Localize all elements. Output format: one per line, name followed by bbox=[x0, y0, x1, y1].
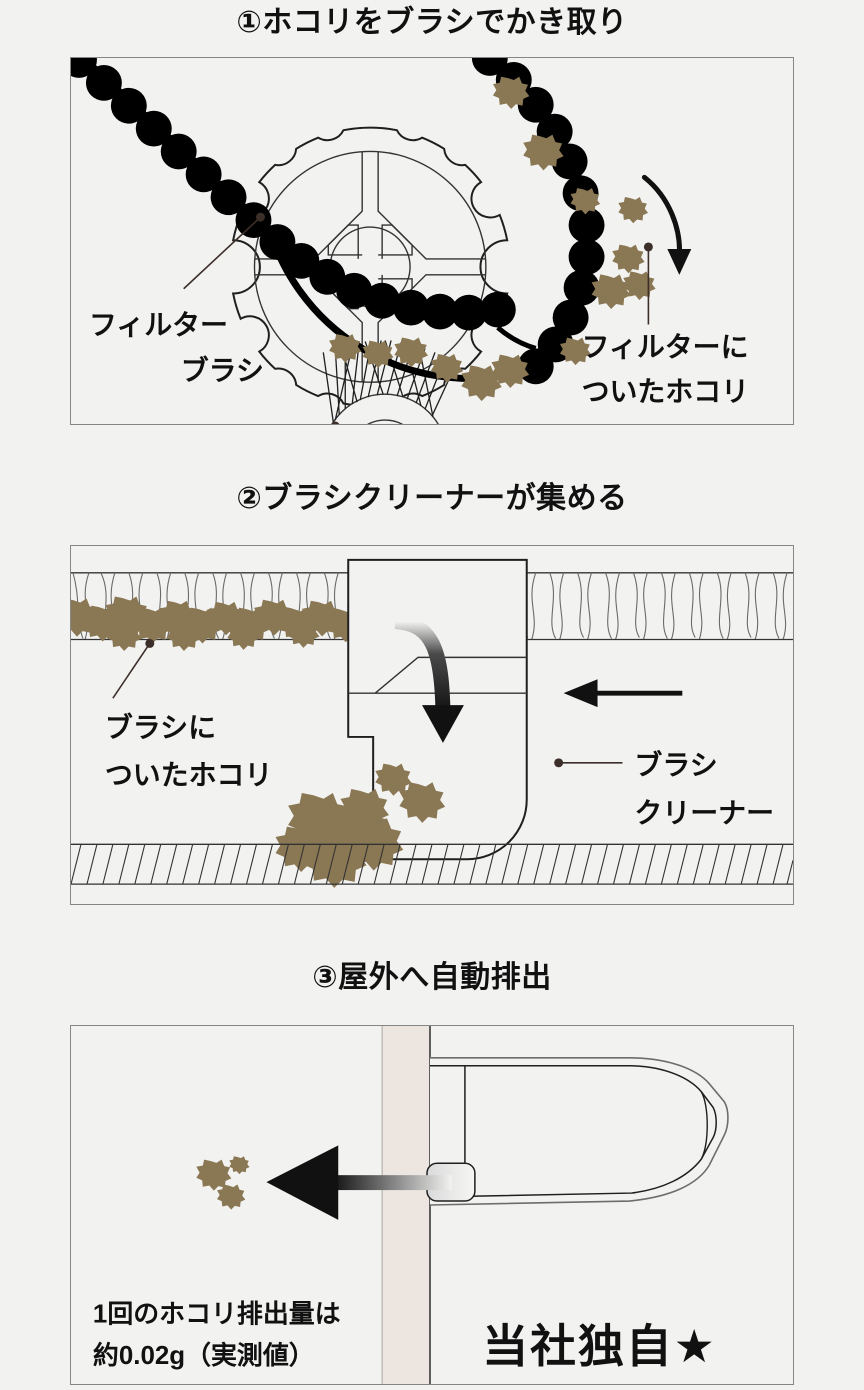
label-dust-on-brush-line1: ブラシに bbox=[105, 711, 216, 743]
step-3-panel: 1回のホコリ排出量は 約0.02g（実測値） 当社独自★ bbox=[70, 1025, 794, 1385]
suction-arrow-curved bbox=[394, 614, 464, 743]
air-conditioner-unit bbox=[426, 1057, 729, 1206]
step-2-panel: ブラシに ついたホコリ ブラシ クリーナー bbox=[70, 545, 794, 905]
dust-on-filter-leader bbox=[643, 242, 653, 325]
wall-column bbox=[381, 1026, 431, 1384]
filter-leader bbox=[183, 212, 265, 290]
brush-roller bbox=[322, 340, 456, 424]
sprocket-gear bbox=[231, 126, 509, 408]
step-3-heading: ③屋外へ自動排出 bbox=[312, 961, 552, 994]
label-brush-cleaner-line2: クリーナー bbox=[634, 797, 774, 828]
label-dust-on-brush-line2: ついたホコリ bbox=[105, 760, 272, 791]
step-1-heading: ①ホコリをブラシでかき取り bbox=[236, 6, 628, 39]
label-dust-on-filter-line2: ついたホコリ bbox=[582, 376, 749, 407]
step-1-panel: フィルター ブラシ フィルターに ついたホコリ bbox=[70, 57, 794, 425]
dust-on-brush-leader bbox=[112, 638, 155, 699]
label-brush-cleaner-line1: ブラシ bbox=[634, 749, 717, 781]
label-dust-on-filter-line1: フィルターに bbox=[582, 331, 749, 362]
bottom-rail bbox=[71, 843, 793, 885]
motion-arrow-left bbox=[563, 679, 683, 708]
brush-leader bbox=[331, 421, 340, 424]
label-discharge-amount-line2: 約0.02g（実測値） bbox=[93, 1340, 315, 1370]
step-2-heading: ②ブラシクリーナーが集める bbox=[236, 482, 628, 515]
label-brush: ブラシ bbox=[181, 354, 264, 386]
rotation-arrow bbox=[641, 174, 692, 275]
label-filter: フィルター bbox=[89, 310, 228, 341]
discharge-arrow bbox=[266, 1145, 452, 1220]
brush-cleaner-leader bbox=[554, 758, 623, 768]
label-discharge-amount-line1: 1回のホコリ排出量は bbox=[93, 1299, 341, 1328]
label-original-badge: 当社独自★ bbox=[482, 1321, 717, 1372]
